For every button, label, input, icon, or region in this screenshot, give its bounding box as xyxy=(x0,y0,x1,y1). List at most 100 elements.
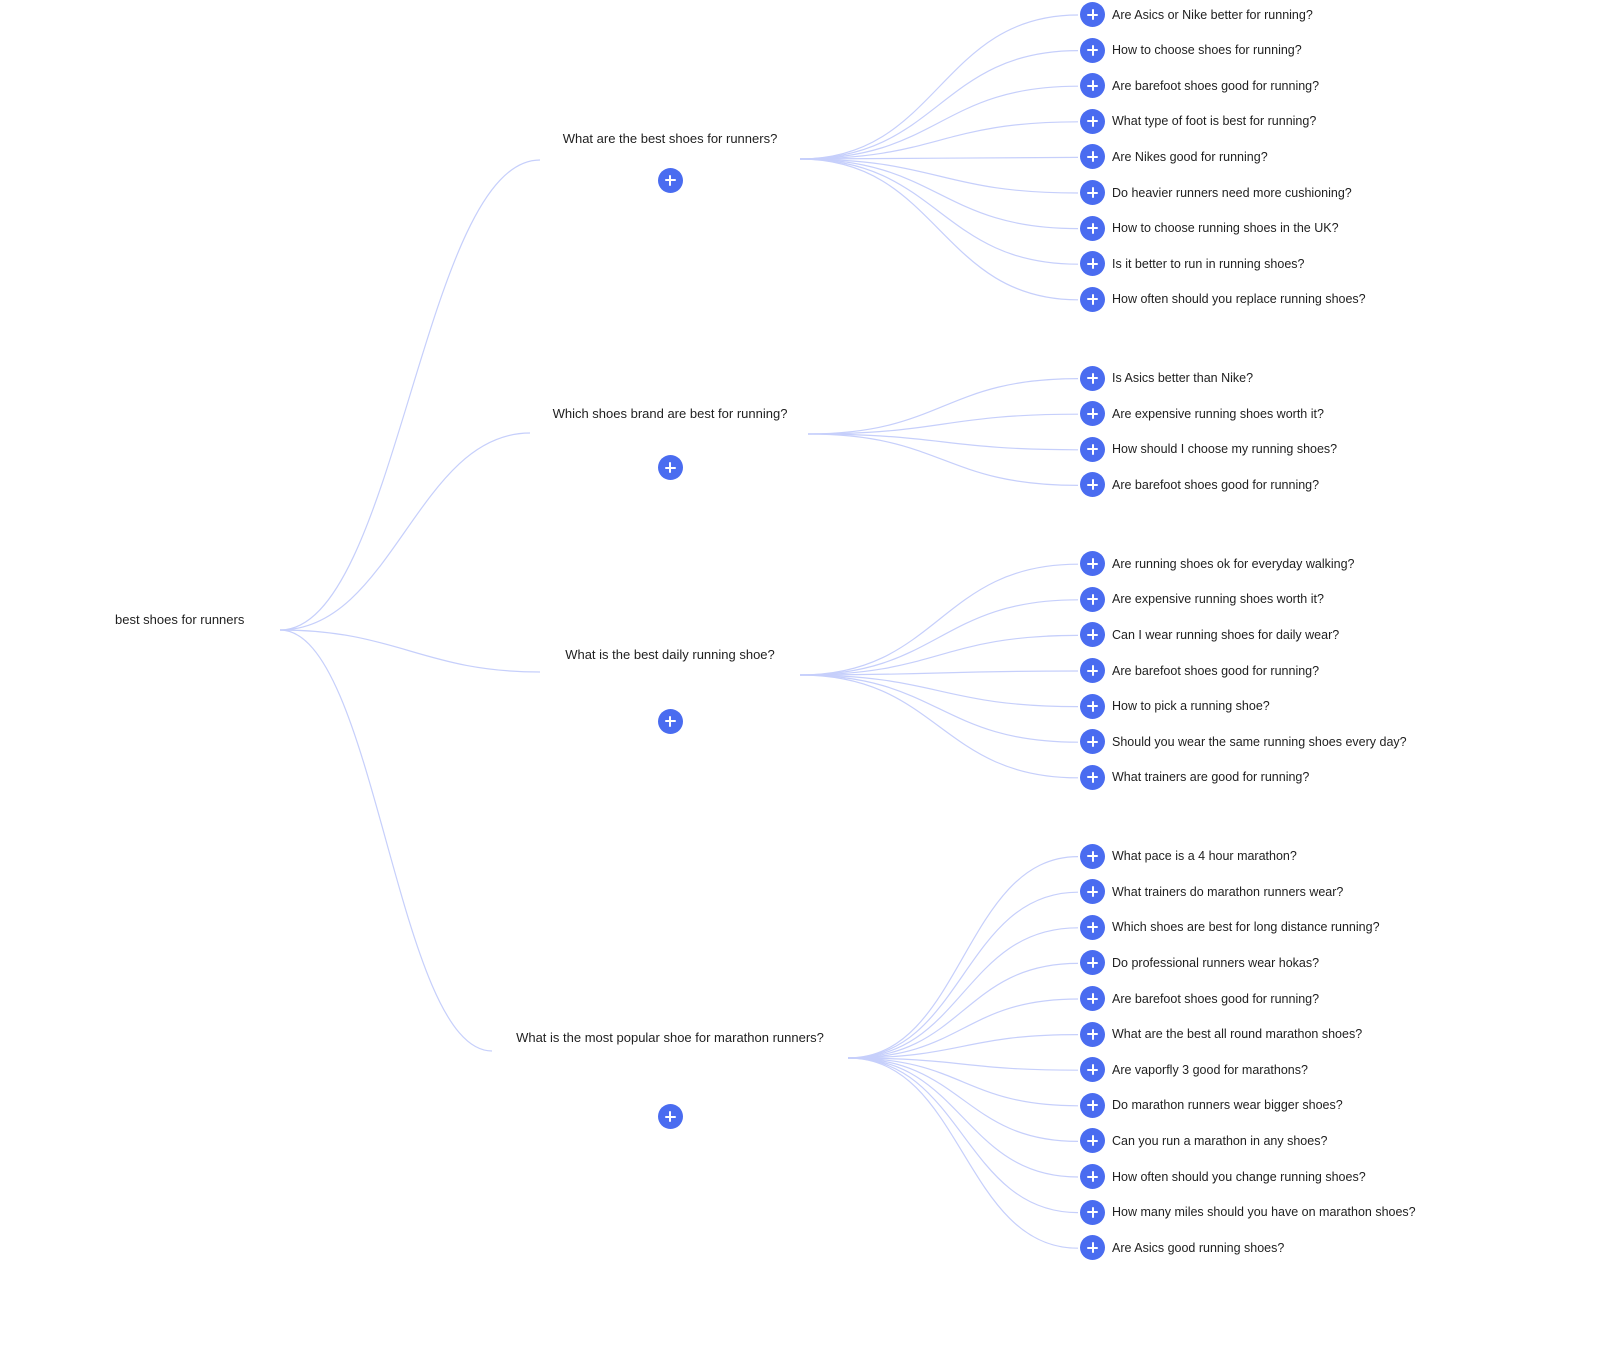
expand-plus-icon[interactable] xyxy=(1080,1057,1105,1083)
question-node: Which shoes are best for long distance r… xyxy=(1080,914,1380,940)
branch-connector-line xyxy=(799,157,1079,229)
question-label: Are Asics or Nike better for running? xyxy=(1112,7,1313,22)
expand-plus-icon[interactable] xyxy=(1080,37,1105,63)
expand-plus-icon[interactable] xyxy=(1080,764,1105,790)
branch-connector-line xyxy=(807,432,1079,486)
question-label: Is Asics better than Nike? xyxy=(1112,371,1254,386)
branch-connector-line xyxy=(799,156,1079,160)
question-label: What pace is a 4 hour marathon? xyxy=(1112,849,1297,864)
branch-connector-line xyxy=(799,673,1079,778)
expand-plus-icon[interactable] xyxy=(1080,551,1105,577)
expand-plus-icon[interactable] xyxy=(1080,622,1105,648)
expand-plus-icon[interactable] xyxy=(1080,1199,1105,1225)
question-label: What trainers are good for running? xyxy=(1112,770,1310,785)
branch-connector-line xyxy=(847,1056,1079,1178)
question-label: Are Asics good running shoes? xyxy=(1112,1240,1285,1255)
question-node: How often should you change running shoe… xyxy=(1080,1164,1366,1190)
branch-connector-line xyxy=(799,157,1079,194)
expand-plus-icon[interactable] xyxy=(1080,950,1105,976)
branch-connector-line xyxy=(847,1033,1079,1059)
expand-plus-icon[interactable] xyxy=(1080,2,1105,27)
branch-connector-line xyxy=(847,962,1079,1059)
question-label: Are running shoes ok for everyday walkin… xyxy=(1112,556,1355,571)
question-label: Are vaporfly 3 good for marathons? xyxy=(1112,1062,1308,1077)
branch-connector-line xyxy=(847,1056,1079,1106)
expand-plus-icon[interactable] xyxy=(1080,914,1105,940)
root-node-label: best shoes for runners xyxy=(115,611,245,627)
expand-plus-icon[interactable] xyxy=(1080,251,1105,277)
expand-plus-icon[interactable] xyxy=(1080,1235,1105,1261)
expand-plus-icon[interactable] xyxy=(1080,1164,1105,1189)
expand-plus-icon[interactable] xyxy=(1080,108,1105,134)
branch-connector-line xyxy=(799,673,1079,707)
question-node: Are Asics good running shoes? xyxy=(1080,1235,1284,1261)
branch-connector-line xyxy=(847,997,1079,1059)
question-label: Is it better to run in running shoes? xyxy=(1112,256,1305,271)
expand-plus-icon[interactable] xyxy=(1080,693,1105,719)
question-label: Do heavier runners need more cushioning? xyxy=(1112,185,1352,200)
question-label: Are barefoot shoes good for running? xyxy=(1112,78,1320,93)
expand-plus-icon[interactable] xyxy=(1080,436,1105,462)
expand-plus-icon[interactable] xyxy=(1080,879,1105,905)
question-label: What type of foot is best for running? xyxy=(1112,114,1317,129)
question-node: Are expensive running shoes worth it? xyxy=(1080,401,1324,427)
expand-plus-icon[interactable] xyxy=(1080,73,1105,99)
branch-connector-line xyxy=(799,673,1079,743)
expand-plus-icon[interactable] xyxy=(1080,365,1105,391)
topic-node-label: Which shoes brand are best for running? xyxy=(552,405,788,421)
expand-plus-icon[interactable] xyxy=(1080,986,1105,1011)
question-label: How to pick a running shoe? xyxy=(1112,699,1270,714)
topic-node-label: What are the best shoes for runners? xyxy=(562,130,778,146)
expand-plus-icon[interactable] xyxy=(1080,1128,1105,1154)
branch-connector-line xyxy=(847,1056,1079,1213)
branch-connector-line xyxy=(799,669,1079,676)
expand-plus-icon[interactable] xyxy=(1080,729,1105,755)
question-node: What trainers do marathon runners wear? xyxy=(1080,879,1343,905)
question-node: How to choose running shoes in the UK? xyxy=(1080,215,1339,241)
question-node: Is Asics better than Nike? xyxy=(1080,365,1253,391)
question-node: Should you wear the same running shoes e… xyxy=(1080,729,1407,755)
root-connector-line xyxy=(279,158,541,631)
branch-connector-line xyxy=(847,1056,1079,1249)
expand-plus-icon[interactable] xyxy=(1080,180,1105,205)
branch-connector-line xyxy=(847,1056,1079,1142)
question-node: What pace is a 4 hour marathon? xyxy=(1080,843,1297,869)
expand-plus-icon[interactable] xyxy=(1080,144,1105,170)
branch-connector-line xyxy=(799,157,1079,300)
question-label: Are expensive running shoes worth it? xyxy=(1112,406,1324,421)
question-label: Are expensive running shoes worth it? xyxy=(1112,592,1324,607)
question-label: Should you wear the same running shoes e… xyxy=(1112,734,1407,749)
expand-plus-icon[interactable] xyxy=(657,167,683,193)
branch-connector-line xyxy=(807,432,1079,450)
expand-plus-icon[interactable] xyxy=(657,455,683,480)
question-node: Can you run a marathon in any shoes? xyxy=(1080,1128,1327,1154)
expand-plus-icon[interactable] xyxy=(1080,472,1105,498)
question-node: Are Nikes good for running? xyxy=(1080,144,1268,170)
expand-plus-icon[interactable] xyxy=(1080,1021,1105,1047)
expand-plus-icon[interactable] xyxy=(1080,215,1105,241)
question-node: Are Asics or Nike better for running? xyxy=(1080,2,1313,28)
question-label: How should I choose my running shoes? xyxy=(1112,442,1338,457)
branch-connector-line xyxy=(847,926,1079,1059)
question-node: Are barefoot shoes good for running? xyxy=(1080,472,1319,498)
expand-plus-icon[interactable] xyxy=(1080,843,1105,869)
question-label: Do marathon runners wear bigger shoes? xyxy=(1112,1098,1343,1113)
branch-connector-line xyxy=(799,598,1079,676)
expand-plus-icon[interactable] xyxy=(1080,286,1105,312)
expand-plus-icon[interactable] xyxy=(1080,658,1105,683)
expand-plus-icon[interactable] xyxy=(1080,1092,1105,1118)
question-label: How to choose running shoes in the UK? xyxy=(1112,221,1339,236)
question-label: How often should you replace running sho… xyxy=(1112,292,1366,307)
question-label: Are barefoot shoes good for running? xyxy=(1112,663,1320,678)
expand-plus-icon[interactable] xyxy=(657,708,683,734)
question-node: How often should you replace running sho… xyxy=(1080,286,1366,312)
question-label: Which shoes are best for long distance r… xyxy=(1112,920,1380,935)
expand-plus-icon[interactable] xyxy=(1080,586,1105,612)
question-node: Is it better to run in running shoes? xyxy=(1080,251,1304,277)
question-node: Can I wear running shoes for daily wear? xyxy=(1080,622,1339,648)
expand-plus-icon[interactable] xyxy=(1080,401,1105,427)
question-node: What are the best all round marathon sho… xyxy=(1080,1021,1362,1047)
expand-plus-icon[interactable] xyxy=(657,1104,683,1129)
mind-map: What are the best shoes for runners? Are … xyxy=(0,0,1600,1261)
